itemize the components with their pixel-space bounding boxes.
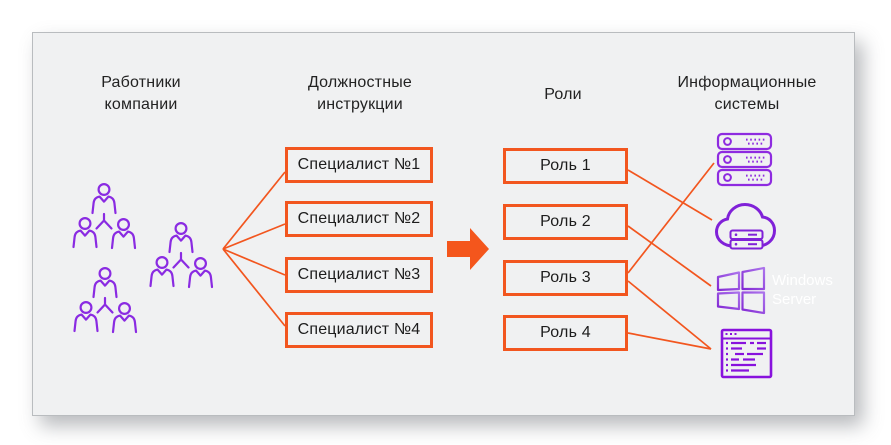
role-box-2: Роль 2 [503,204,628,240]
windows-server-label: Windows Server [772,272,833,308]
header-instructions: Должностные инструкции [307,74,413,113]
role-box-4: Роль 4 [503,315,628,351]
header-systems: Информационные системы [677,74,817,113]
header-employees: Работники компании [101,74,181,113]
role-box-1: Роль 1 [503,148,628,184]
specialist-box-1: Специалист №1 [285,147,433,183]
role-box-3: Роль 3 [503,260,628,296]
specialist-box-4: Специалист №4 [285,312,433,348]
header-roles: Роли [544,86,582,103]
specialist-box-3: Специалист №3 [285,257,433,293]
specialist-box-2: Специалист №2 [285,201,433,237]
